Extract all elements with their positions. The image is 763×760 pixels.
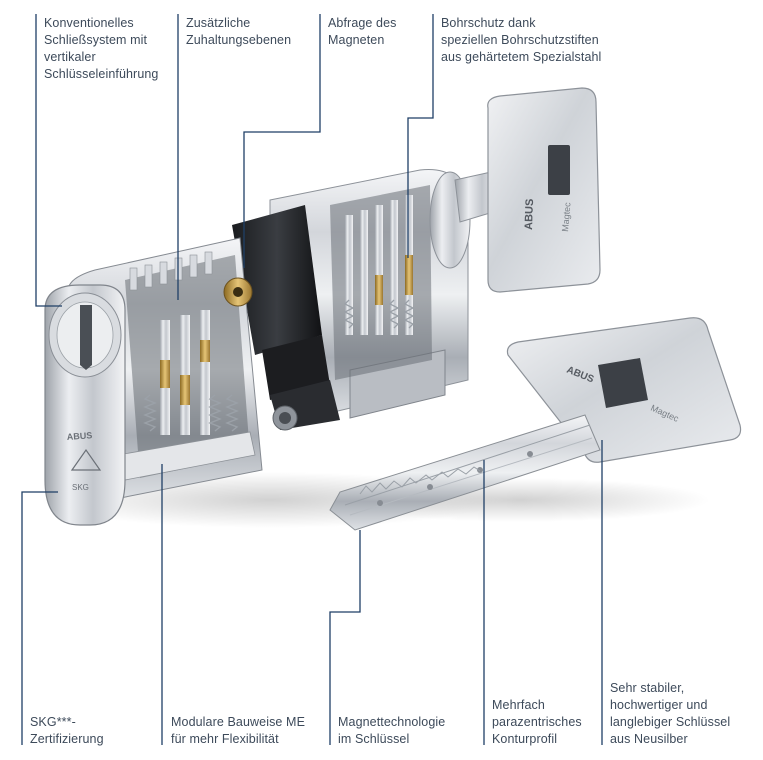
leader-lines xyxy=(21,14,603,745)
leader-drill-protection xyxy=(407,14,434,258)
loose-key: ABUS Magtec xyxy=(329,317,742,531)
inserted-key: ABUS Magtec xyxy=(454,87,601,293)
callout-modular-design: Modulare Bauweise ME für mehr Flexibilit… xyxy=(171,715,306,746)
front-pin-stacks xyxy=(160,310,210,435)
cylinder-front-face: ABUS SKG xyxy=(44,284,126,526)
rear-springs xyxy=(343,299,415,329)
inserted-key-brand: ABUS xyxy=(523,199,536,231)
callout-extra-levels: Zusätzliche Zuhaltungsebenen xyxy=(186,16,292,47)
callout-magnet-technology: Magnettechnologie im Schlüssel xyxy=(338,715,446,746)
callout-skg-certification: SKG***- Zertifizierung xyxy=(30,715,104,746)
leader-magnet-query xyxy=(243,14,321,268)
face-cert-mark xyxy=(70,448,102,471)
keyway xyxy=(80,305,92,370)
face-cert-engraving: SKG xyxy=(72,483,89,492)
leader-conventional xyxy=(35,14,62,307)
rear-pin-stack xyxy=(345,195,413,335)
front-springs xyxy=(143,394,239,432)
leader-skg xyxy=(21,491,58,745)
leader-magnet-tech xyxy=(329,530,361,745)
inserted-key-model: Magtec xyxy=(560,201,573,232)
callout-drill-protection: Bohrschutz dank speziellen Bohrschutzsti… xyxy=(441,16,602,64)
key-magnet-dimples xyxy=(377,451,533,506)
callout-conventional-system: Konventionelles Schließsystem mit vertik… xyxy=(44,16,159,81)
callout-key-material: Sehr stabiler, hochwertiger und langlebi… xyxy=(610,681,731,746)
face-brand-engraving: ABUS xyxy=(66,430,92,442)
callout-contour-profile: Mehrfach parazentrisches Konturprofil xyxy=(492,698,582,746)
callout-magnet-query: Abfrage des Magneten xyxy=(328,16,397,47)
